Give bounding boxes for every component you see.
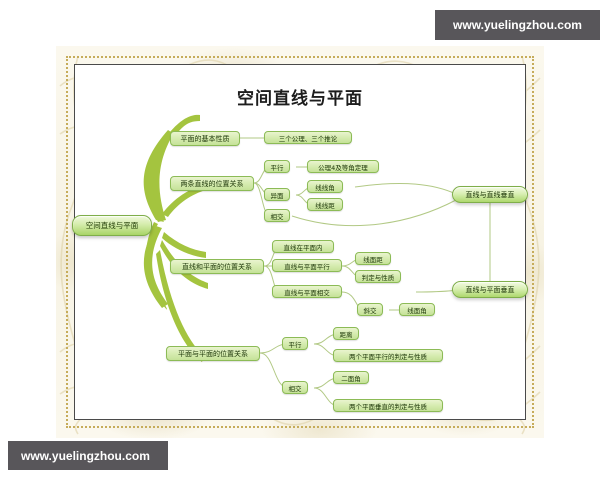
node-label: 三个公理、三个推论 [278, 134, 338, 143]
node-label: 平行 [270, 163, 284, 172]
node-label: 异面 [270, 191, 284, 200]
mindmap-node-line-line-angle[interactable]: 线线角 [307, 180, 343, 193]
mindmap-node-criteria-properties-1[interactable]: 判定与性质 [355, 270, 401, 283]
node-label: 斜交 [363, 306, 377, 315]
node-label: 平面的基本性质 [180, 134, 230, 143]
node-label: 直线和平面的位置关系 [182, 262, 252, 271]
mindmap-node-dihedral-angle[interactable]: 二面角 [333, 371, 369, 384]
mindmap-root-node[interactable]: 空间直线与平面 [72, 215, 152, 236]
mindmap-node-plane-distance[interactable]: 距离 [333, 327, 359, 340]
node-label: 二面角 [341, 374, 361, 383]
node-label: 相交 [270, 212, 284, 221]
node-label: 直线与平面平行 [284, 262, 330, 271]
mindmap-node-two-planes-perpendicular-criteria[interactable]: 两个平面垂直的判定与性质 [333, 399, 443, 412]
mindmap-node-plane-plane-relation[interactable]: 平面与平面的位置关系 [166, 346, 260, 361]
watermark-top-text: www.yuelingzhou.com [453, 18, 582, 32]
root-branches [143, 114, 208, 362]
node-label: 相交 [288, 384, 302, 393]
node-label: 直线在平面内 [283, 243, 323, 252]
mindmap-node-line-intersect-plane[interactable]: 直线与平面相交 [272, 285, 342, 298]
mindmap-node-line-parallel-plane[interactable]: 直线与平面平行 [272, 259, 342, 272]
watermark-bottom-text: www.yuelingzhou.com [21, 448, 150, 463]
node-label: 平行 [288, 340, 302, 349]
mindmap-node-line-plane-distance[interactable]: 线面距 [355, 252, 391, 265]
mindmap-node-line-perpendicular-line[interactable]: 直线与直线垂直 [452, 186, 528, 203]
mindmap-node-plane-basic-properties[interactable]: 平面的基本性质 [170, 131, 240, 146]
node-label: 直线与直线垂直 [465, 190, 515, 199]
mindmap-node-line-line-distance[interactable]: 线线距 [307, 198, 343, 211]
node-label: 线线距 [315, 201, 335, 210]
mindmap-node-parallel-lines[interactable]: 平行 [264, 160, 290, 173]
mindmap-node-two-lines-relation[interactable]: 两条直线的位置关系 [170, 176, 254, 191]
page-title: 空间直线与平面 [237, 89, 363, 109]
node-label: 直线与平面相交 [284, 288, 330, 297]
node-label: 两个平面垂直的判定与性质 [349, 402, 427, 411]
mindmap-node-oblique-intersection[interactable]: 斜交 [357, 303, 383, 316]
node-label: 直线与平面垂直 [465, 285, 515, 294]
node-label: 线线角 [315, 183, 335, 192]
node-label: 两个平面平行的判定与性质 [349, 352, 427, 361]
watermark-bottom: www.yuelingzhou.com [8, 441, 168, 470]
mindmap-node-line-in-plane[interactable]: 直线在平面内 [272, 240, 334, 253]
mindmap-node-intersecting-lines[interactable]: 相交 [264, 209, 290, 222]
watermark-top: www.yuelingzhou.com [435, 10, 600, 40]
node-label: 距离 [339, 330, 353, 339]
mindmap-node-line-plane-relation[interactable]: 直线和平面的位置关系 [170, 259, 264, 274]
node-label: 平面与平面的位置关系 [178, 349, 248, 358]
mindmap-node-line-plane-angle[interactable]: 线面角 [399, 303, 435, 316]
node-label: 公理4及等角定理 [318, 163, 368, 172]
mindmap-node-axiom4-equal-angle[interactable]: 公理4及等角定理 [307, 160, 379, 173]
mindmap-node-skew-lines[interactable]: 异面 [264, 188, 290, 201]
mindmap-node-parallel-planes[interactable]: 平行 [282, 337, 308, 350]
mindmap-node-two-planes-parallel-criteria[interactable]: 两个平面平行的判定与性质 [333, 349, 443, 362]
slide-dotted-border [66, 56, 534, 428]
node-label: 线面角 [407, 306, 427, 315]
node-label: 两条直线的位置关系 [180, 179, 244, 188]
node-label: 线面距 [363, 255, 383, 264]
mindmap-node-three-axioms[interactable]: 三个公理、三个推论 [264, 131, 352, 144]
mindmap-node-intersecting-planes[interactable]: 相交 [282, 381, 308, 394]
node-label: 空间直线与平面 [85, 221, 139, 230]
node-label: 判定与性质 [361, 273, 395, 282]
mindmap-node-line-perpendicular-plane[interactable]: 直线与平面垂直 [452, 281, 528, 298]
